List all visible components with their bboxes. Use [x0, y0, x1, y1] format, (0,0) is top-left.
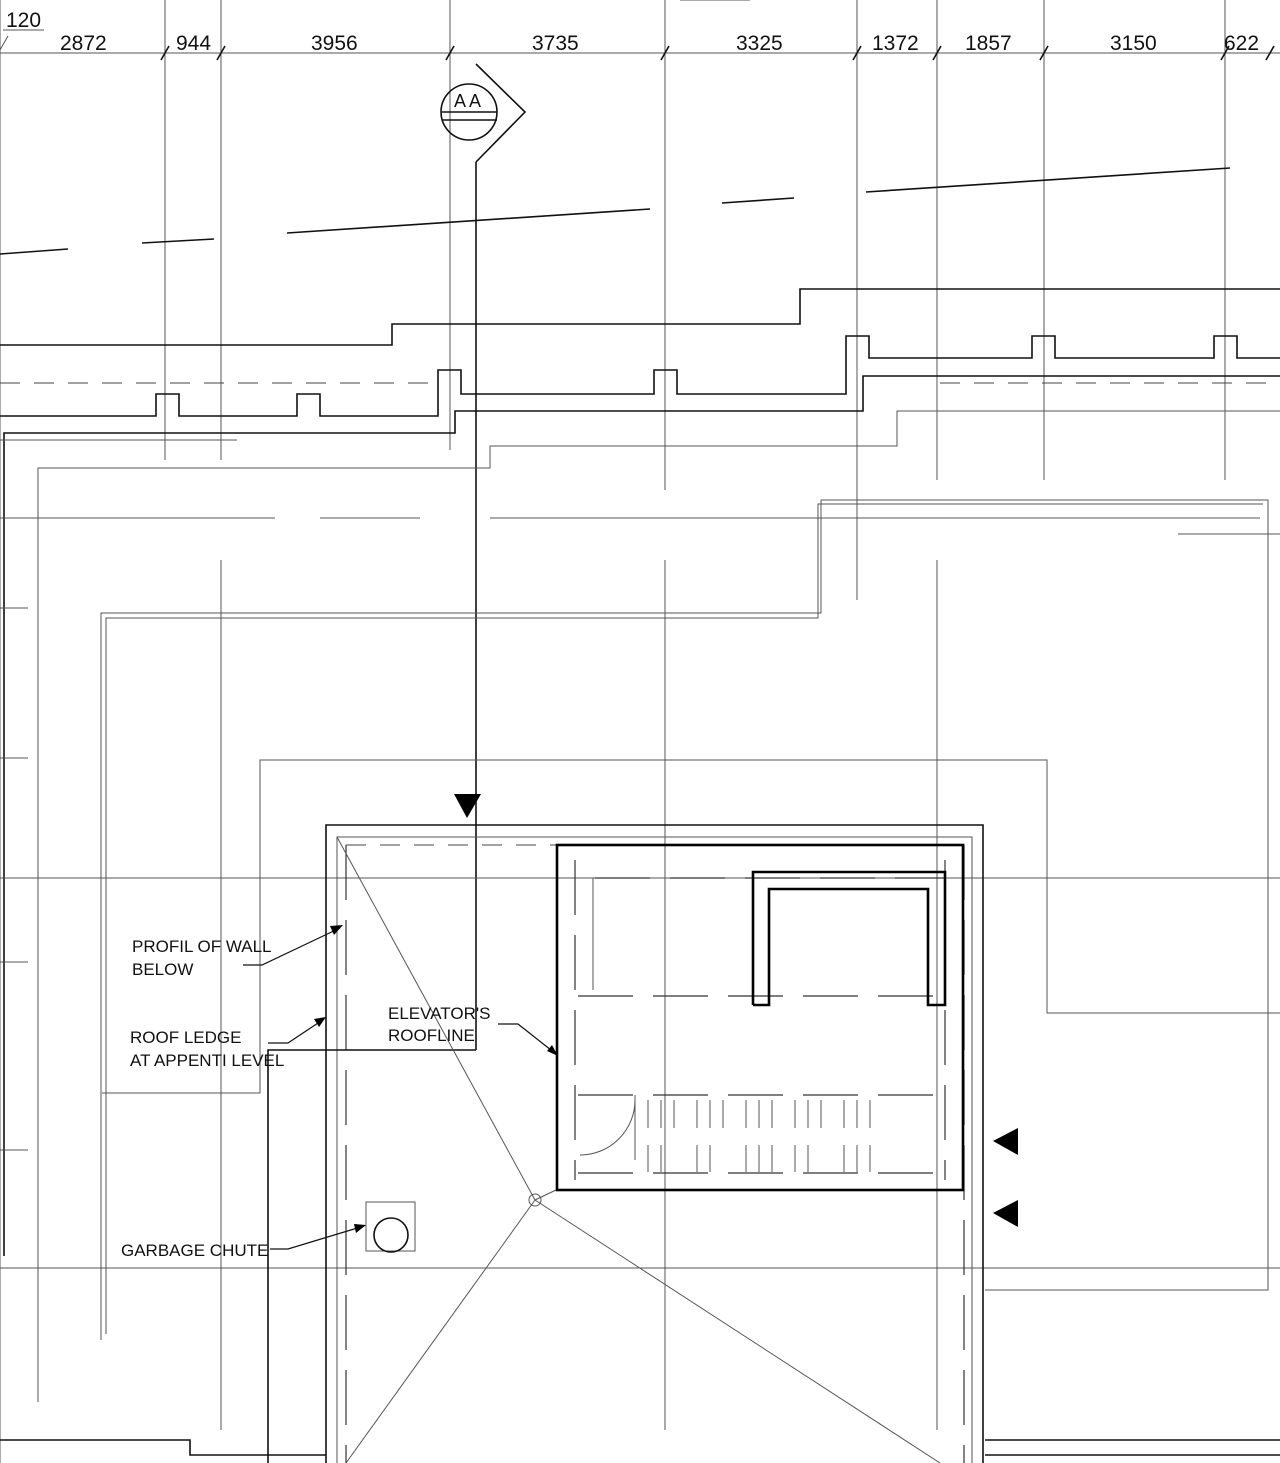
dim-3150: 3150	[1110, 32, 1157, 55]
dim-3735: 3735	[532, 32, 579, 55]
dim-3956: 3956	[311, 32, 358, 55]
annotation-garbage-chute: GARBAGE CHUTE	[121, 1224, 366, 1260]
section-arrow-icon	[454, 794, 481, 818]
dim-1372: 1372	[872, 32, 919, 55]
annotation-roof-ledge: ROOF LEDGE AT APPENTI LEVEL	[130, 1017, 326, 1070]
label-roof-ledge-1: ROOF LEDGE	[130, 1028, 241, 1047]
stair-treads	[647, 1100, 871, 1172]
dim-622: 622	[1224, 32, 1259, 55]
label-profile-wall-1: PROFIL OF WALL	[132, 937, 272, 956]
section-marker-icon: A A	[440, 63, 527, 163]
section-label: A A	[454, 91, 481, 111]
roof-drain-icon	[528, 1193, 542, 1207]
label-elevator-2: ROOFLINE	[388, 1026, 475, 1045]
elevator-roof	[555, 843, 965, 1192]
bottom-roof-line	[0, 1439, 1280, 1456]
stepped-roof-line	[0, 288, 1280, 1256]
penthouse-outline	[267, 824, 984, 1463]
dim-1857: 1857	[965, 32, 1012, 55]
label-roof-ledge-2: AT APPENTI LEVEL	[130, 1051, 284, 1070]
label-profile-wall-2: BELOW	[132, 960, 193, 979]
dimension-string: 120 2872 944 3956 3735 3325 1372 1857 31…	[0, 0, 1280, 61]
label-elevator-1: ELEVATOR'S	[388, 1004, 490, 1023]
vertical-grid-lines	[0, 0, 1226, 1463]
dim-3325: 3325	[736, 32, 783, 55]
dim-944: 944	[176, 32, 211, 55]
label-garbage-chute: GARBAGE CHUTE	[121, 1241, 268, 1260]
roof-slope-lines	[336, 836, 941, 1463]
direction-arrow-icon	[993, 1200, 1018, 1227]
direction-arrow-icon	[993, 1128, 1018, 1155]
sloped-dashed-line	[0, 167, 1231, 255]
annotation-profile-wall: PROFIL OF WALL BELOW	[132, 925, 343, 979]
annotation-elevator: ELEVATOR'S ROOFLINE	[388, 1004, 558, 1056]
dim-2872: 2872	[60, 32, 107, 55]
garbage-chute-icon	[365, 1201, 416, 1253]
dim-overall-120: 120	[6, 9, 41, 32]
